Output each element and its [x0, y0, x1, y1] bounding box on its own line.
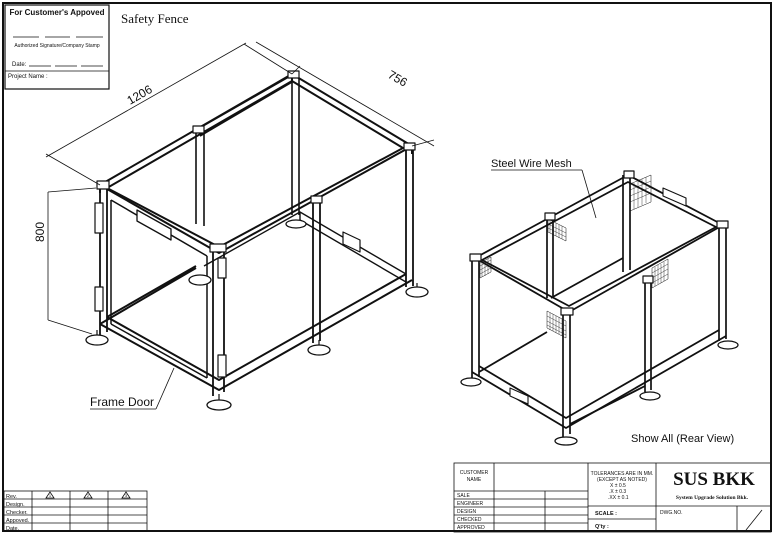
steel-mesh-callout: Steel Wire Mesh	[491, 158, 597, 219]
scale-label: SCALE :	[595, 511, 617, 517]
rev-row-2: Checker.	[6, 510, 28, 516]
rev-mark-3: 3	[125, 493, 128, 498]
qty-label: Q'ty :	[595, 524, 609, 530]
rev-row-3: Appoved.	[6, 518, 30, 524]
role-design: DESIGN	[457, 509, 477, 515]
approval-box: For Customer's Appoved Authorized Signat…	[4, 4, 110, 90]
role-checked: CHECKED	[457, 517, 482, 523]
dim-width: 756	[386, 67, 411, 89]
tolerance-xxx: .XX ± 0.1	[608, 495, 629, 501]
tolerance-title: TOLERANCES ARE IN MM.	[591, 471, 654, 477]
role-approved: APPROVED	[457, 525, 485, 531]
steel-mesh-label: Steel Wire Mesh	[491, 158, 572, 170]
tolerance-sub: (EXCEPT AS NOTED)	[597, 477, 647, 483]
sheet-border	[2, 2, 772, 532]
dwg-no-label: DWG.NO.	[660, 510, 683, 516]
title-block	[453, 462, 772, 533]
customer-label-line2: NAME	[467, 477, 482, 483]
rev-row-4: Date.	[6, 526, 20, 532]
rear-view-label: Show All (Rear View)	[631, 433, 734, 445]
role-engineer: ENGINEER	[457, 501, 484, 507]
rev-mark-2: 2	[87, 493, 90, 498]
dimension-lines	[45, 41, 435, 335]
company-name: SUS BKK	[673, 469, 755, 490]
main-fence-view	[85, 70, 429, 411]
role-sale: SALE	[457, 493, 470, 499]
rev-row-0: Rev.	[6, 494, 17, 500]
tolerance-x: X ± 0.5	[610, 483, 626, 489]
date-label: Date:	[12, 62, 27, 68]
drawing-title: Safety Fence	[121, 11, 189, 26]
rear-fence-view	[460, 170, 739, 446]
company-subtitle: System Upgrade Solution Bkk.	[676, 495, 749, 501]
revision-table	[3, 490, 148, 532]
frame-door-label: Frame Door	[90, 395, 154, 409]
project-label: Project Name :	[8, 74, 48, 80]
tolerance-xx: .X ± 0.3	[609, 489, 626, 495]
signature-label: Authorized Signature/Company Stamp	[14, 43, 100, 49]
rev-mark-1: 1	[49, 493, 52, 498]
rev-row-1: Design.	[6, 502, 25, 508]
frame-door-callout: Frame Door	[90, 367, 175, 410]
customer-label-line1: CUSTOMER	[460, 470, 489, 476]
approval-title: For Customer's Appoved	[10, 8, 105, 17]
dim-height: 800	[33, 222, 47, 242]
